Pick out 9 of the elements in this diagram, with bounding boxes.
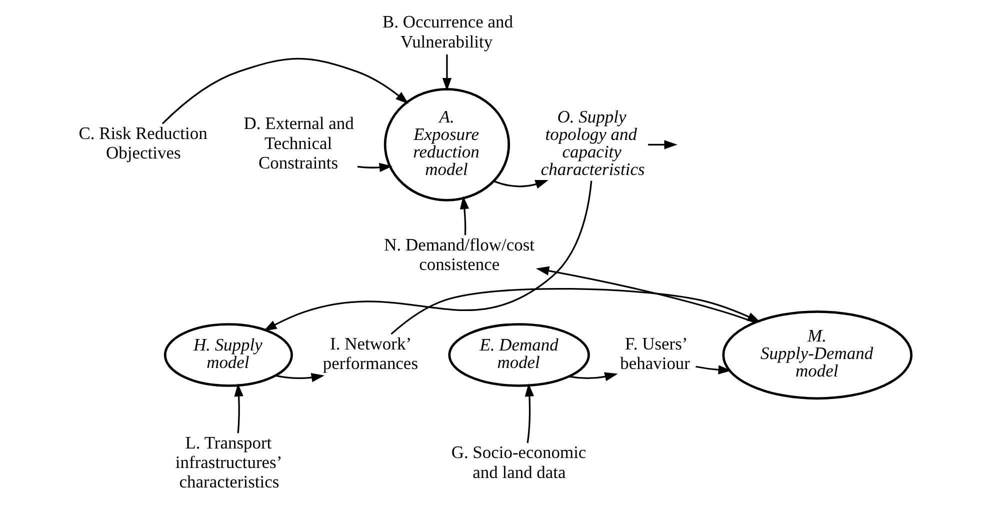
node-text: B. Occurrence and Vulnerability bbox=[382, 12, 513, 52]
node-text: I. Network’ performances bbox=[322, 333, 418, 374]
node-text: L. Transport infrastructures’ characteristics bbox=[175, 432, 282, 492]
node-text: N. Demand/flow/cost consistence bbox=[384, 234, 535, 274]
node-text: F. Users’ behaviour bbox=[620, 333, 690, 374]
node-text: C. Risk Reduction Objectives bbox=[78, 122, 208, 163]
node-text: D. External and Technical Constraints bbox=[244, 113, 354, 172]
node-text: G. Socio-economic and land data bbox=[451, 442, 586, 482]
node-text: O. Supply topology and capacity characteristics bbox=[540, 106, 645, 180]
